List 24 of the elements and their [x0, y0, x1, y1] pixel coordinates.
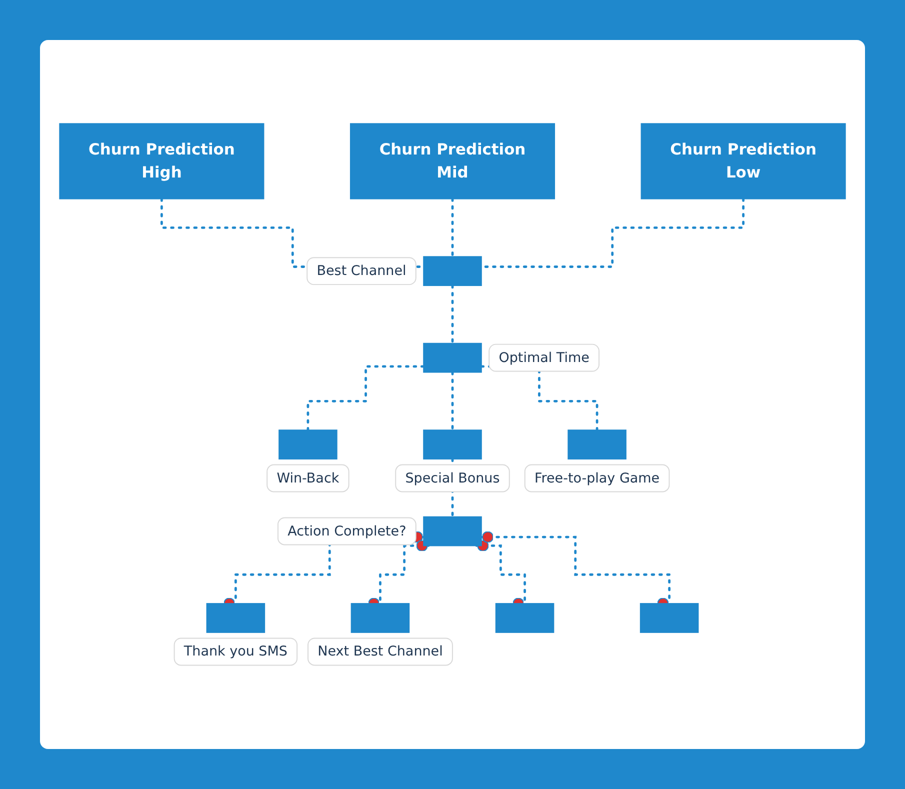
connector	[451, 284, 454, 345]
node-box	[350, 603, 410, 633]
node-box	[278, 430, 338, 460]
text-bubble: Win-Back	[266, 464, 350, 492]
connector	[306, 365, 425, 432]
node-box	[206, 603, 266, 633]
connector	[451, 371, 454, 432]
node-box	[59, 123, 264, 200]
node-box	[423, 430, 482, 460]
node-box	[423, 342, 482, 373]
connector	[451, 198, 454, 258]
node-box	[350, 123, 556, 200]
text-bubble: Optimal Time	[488, 344, 600, 372]
text-bubble: Special Bonus	[395, 464, 510, 492]
node-box	[423, 516, 482, 546]
text-bubble: Next Best Channel	[308, 638, 453, 666]
text-bubble: Best Channel	[306, 257, 416, 286]
node-box	[495, 603, 554, 633]
node-box	[640, 603, 699, 633]
node-box	[568, 430, 626, 460]
node-box	[640, 123, 846, 200]
node-box	[423, 256, 482, 286]
text-bubble: Thank you SMS	[174, 638, 298, 666]
text-bubble: Free-to-play Game	[524, 464, 670, 492]
